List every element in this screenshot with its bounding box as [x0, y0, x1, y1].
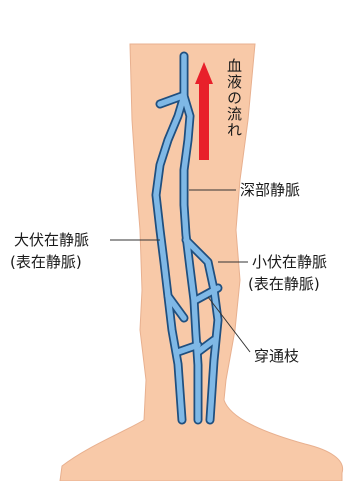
small-saphenous-label: 小伏在静脈	[252, 253, 327, 272]
great-saphenous-label: 大伏在静脈	[14, 231, 89, 250]
perforator-label: 穿通枝	[254, 347, 299, 366]
blood-flow-label: 血液の流れ	[224, 58, 245, 138]
small-saphenous-sublabel: (表在静脈)	[248, 275, 320, 294]
deep-vein-label: 深部静脈	[240, 181, 300, 200]
great-saphenous-sublabel: (表在静脈)	[10, 253, 82, 272]
